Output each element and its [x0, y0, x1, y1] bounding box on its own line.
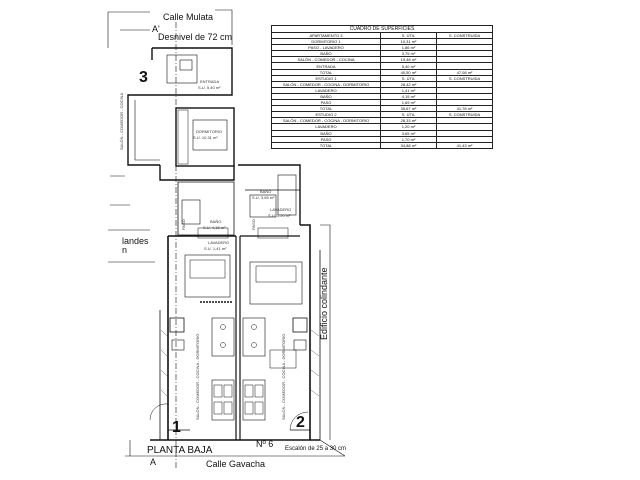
bano-right-area: S.U. 3,65 m²: [252, 195, 275, 200]
paso-left-label: PASO: [181, 219, 186, 230]
surfaces-table-title: CUADRO DE SUPERFICIES: [271, 25, 493, 32]
salon-right-label: SALÓN - COMEDOR - COCINA - DORMITORIO: [281, 333, 286, 420]
table-cell-name: TOTAL: [271, 141, 381, 149]
dormitorio-label: DORMITORIO: [196, 129, 222, 134]
lavadero-left-area: S.U. 1,41 m²: [204, 246, 227, 251]
street-top-label: Calle Mulata: [163, 12, 214, 22]
paso-right-label: PASO: [251, 219, 256, 230]
left-cut-label-2: n: [122, 245, 128, 255]
entrada-area: S.U. 5,40 m²: [198, 85, 221, 90]
bano-left-label: BAÑO: [210, 219, 222, 224]
salon-top-label: SALÓN - COMEDOR - COCINA: [119, 92, 124, 150]
desnivel-label: Desnivel de 72 cm: [158, 32, 233, 42]
edificio-colindante-label: Edificio colindante: [319, 267, 329, 340]
bano-right-label: BAÑO: [260, 189, 272, 194]
section-bottom-marker: A: [150, 457, 157, 467]
bano-left-area: S.U. 4,15 m²: [203, 225, 226, 230]
lavadero-left-label: LAVADERO: [208, 240, 230, 245]
escalon-label: Escalón de 25 a 30 cm: [285, 446, 347, 452]
entrada-label: ENTRADA: [200, 79, 220, 84]
planta-baja-title: PLANTA BAJA: [147, 445, 213, 456]
table-cell-name: SALÓN - COMEDOR - COCINA - DORMITORIO: [271, 80, 381, 88]
lavadero-right-label: LAVADERO: [270, 207, 292, 212]
lavadero-right-area: S.U. 1,20 m²: [268, 213, 291, 218]
table-cell-name: SALÓN - COMEDOR - COCINA - DORMITORIO: [271, 117, 381, 125]
street-number-label: Nº 6: [256, 439, 274, 449]
dormitorio-area: S.U. 10,31 m²: [193, 135, 218, 140]
unit-1-number: 1: [172, 419, 181, 436]
unit-3-number: 3: [139, 69, 148, 86]
left-cut-label-1: landes: [122, 236, 149, 246]
street-bottom-label: Calle Gavacha: [206, 459, 266, 469]
table-cell-util: 34,88 m²: [380, 141, 437, 149]
section-top-marker: A': [152, 24, 160, 34]
salon-left-label: SALÓN - COMEDOR - COCINA - DORMITORIO: [195, 333, 200, 420]
unit-2-number: 2: [296, 414, 305, 431]
table-cell-construida: 41,43 m²: [436, 141, 493, 149]
